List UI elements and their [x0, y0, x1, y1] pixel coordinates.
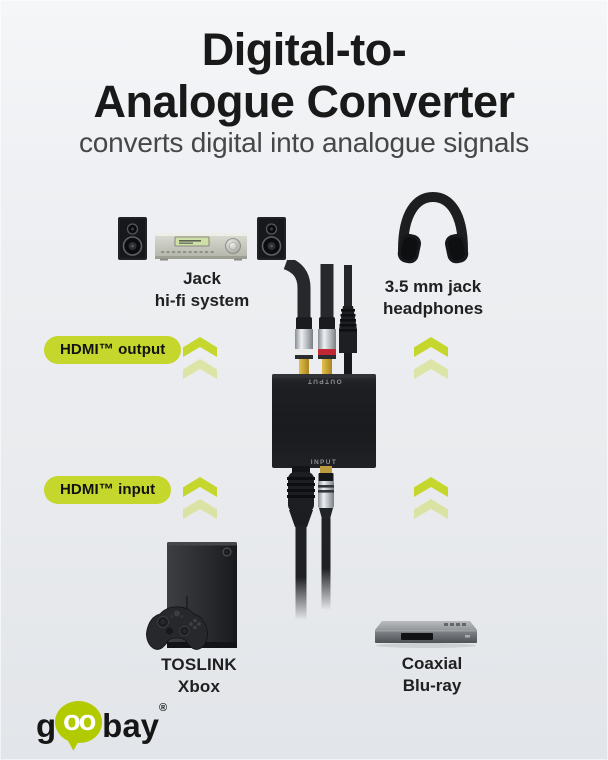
chevron-up-icon-faded — [183, 499, 217, 519]
title-line-2: Analogue Converter — [93, 76, 515, 128]
stereo-receiver-icon — [155, 233, 247, 261]
headphones-icon — [397, 191, 469, 264]
double-chevron-up-icon — [183, 477, 217, 519]
xbox-label: TOSLINK Xbox — [114, 654, 284, 699]
logo-letters-bay: bay — [102, 706, 160, 744]
xbox-label-line1: TOSLINK — [161, 655, 237, 674]
chevron-up-icon — [183, 477, 217, 497]
bluray-label: Coaxial Blu-ray — [347, 653, 517, 698]
double-chevron-up-icon — [414, 477, 448, 519]
output-badge: HDMI™ output — [44, 336, 182, 364]
page-subtitle: converts digital into analogue signals — [78, 127, 530, 158]
headphones-label: 3.5 mm jack headphones — [348, 276, 518, 321]
dac-converter-with-cables-icon: OUTPUT INPUT — [272, 260, 376, 620]
rca-plug-red-icon — [318, 317, 336, 376]
blu-ray-player-icon — [375, 621, 477, 648]
chevron-up-icon-faded — [414, 499, 448, 519]
input-badge: HDMI™ input — [44, 476, 172, 504]
logo-letters-oo: oo — [62, 704, 96, 737]
hifi-label: Jack hi-fi system — [117, 268, 287, 313]
bluray-label-line1: Coaxial — [401, 654, 463, 673]
hifi-system-icon — [118, 217, 286, 261]
bluray-label-line2: Blu-ray — [402, 676, 462, 696]
converter-box: OUTPUT INPUT — [272, 374, 376, 468]
earcup-right — [445, 233, 469, 264]
xbox-label-line2: Xbox — [177, 677, 221, 697]
chevron-up-icon-faded — [414, 359, 448, 379]
headphones-label-line2: headphones — [382, 299, 484, 319]
xbox-controller-icon — [146, 606, 208, 650]
earcup-left — [397, 233, 421, 264]
logo-letter-g: g — [36, 706, 57, 744]
xbox-console-with-controller-icon — [146, 542, 237, 650]
registered-trademark-symbol: ® — [159, 702, 168, 714]
converter-input-label: INPUT — [311, 459, 338, 466]
headphones-label-line1: 3.5 mm jack — [384, 277, 482, 296]
converter-output-label: OUTPUT — [306, 378, 341, 385]
page-title: Digital-to- Analogue Converter — [0, 24, 608, 128]
chevron-up-icon — [414, 337, 448, 357]
speech-bubble-icon: oo — [55, 701, 103, 743]
output-cables — [283, 260, 352, 322]
jack-plug-icon — [339, 306, 357, 376]
chevron-up-icon — [183, 337, 217, 357]
speaker-left-icon — [118, 217, 147, 260]
coaxial-plug-icon — [318, 466, 334, 610]
chevron-up-icon-faded — [183, 359, 217, 379]
chevron-up-icon — [414, 477, 448, 497]
title-line-1: Digital-to- — [201, 24, 407, 75]
double-chevron-up-icon — [183, 337, 217, 379]
toslink-plug-icon — [287, 466, 315, 620]
speaker-right-icon — [257, 217, 286, 260]
double-chevron-up-icon — [414, 337, 448, 379]
goobay-logo: g oo bay ® — [36, 701, 167, 749]
hifi-label-line1: Jack — [183, 269, 221, 288]
rca-plug-white-icon — [295, 317, 313, 376]
hifi-label-line2: hi-fi system — [154, 291, 250, 311]
